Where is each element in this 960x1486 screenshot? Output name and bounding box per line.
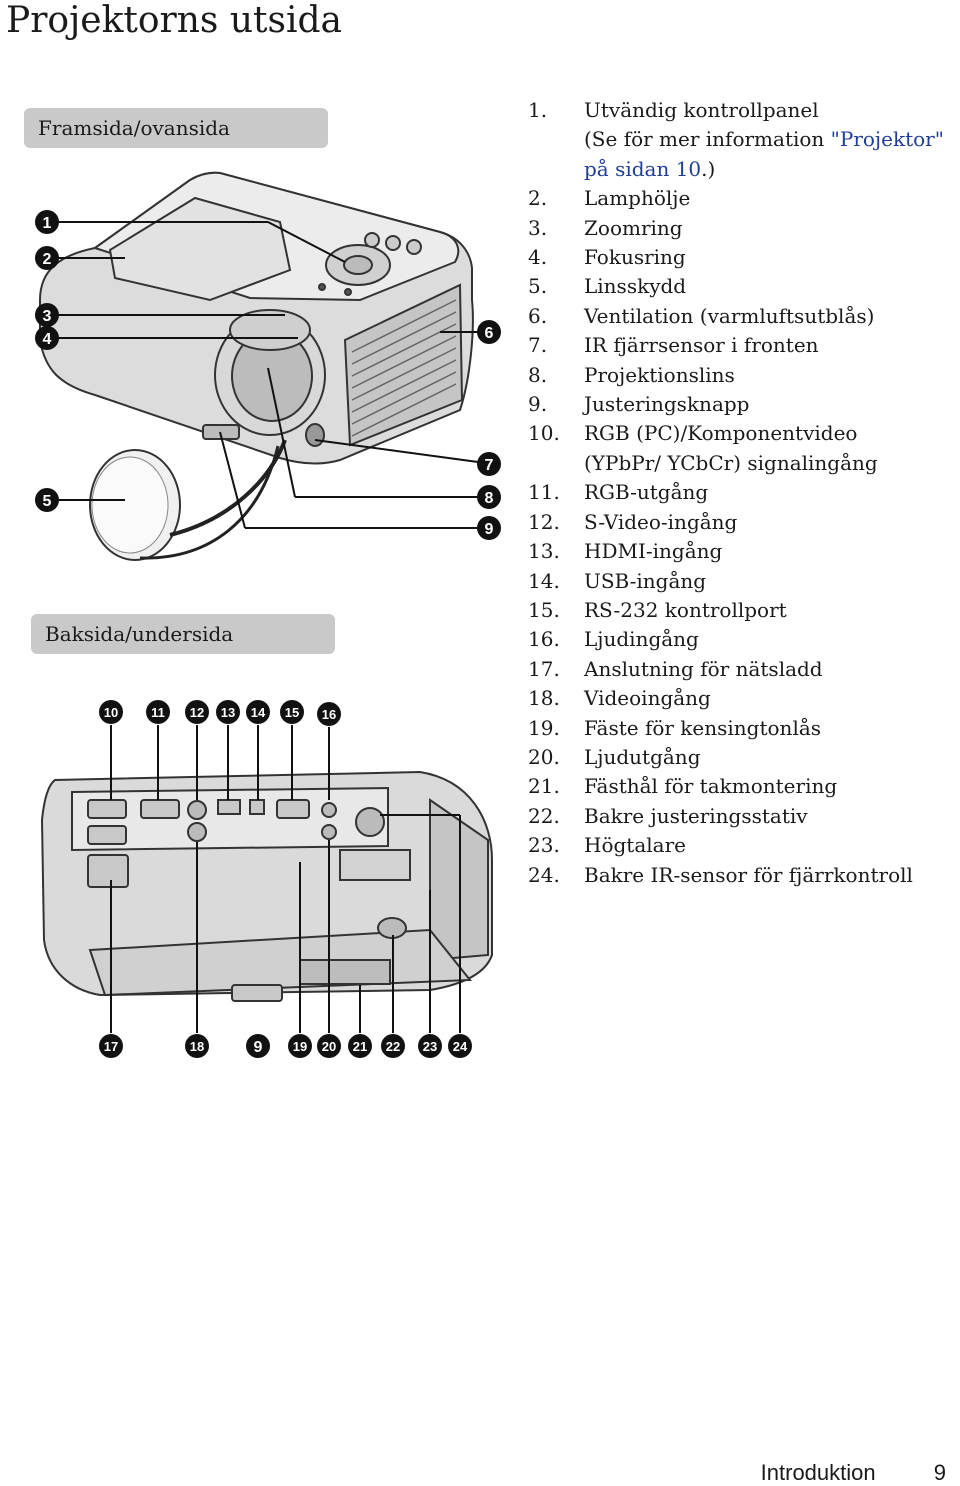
list-item: 4.Fokusring xyxy=(528,245,686,270)
callout-12: 12 xyxy=(185,700,209,724)
callout-21: 21 xyxy=(348,1034,372,1058)
svg-text:4: 4 xyxy=(43,331,52,348)
page-reference-link[interactable]: "Projektor" på sidan 10 xyxy=(584,127,944,181)
svg-text:24: 24 xyxy=(453,1039,468,1054)
callout-18: 18 xyxy=(185,1034,209,1058)
callout-24: 24 xyxy=(448,1034,472,1058)
projector-diagram: 1 2 3 4 5 6 7 8 9 10 11 12 13 14 15 16 1… xyxy=(35,171,501,1058)
callout-8: 8 xyxy=(477,485,501,509)
svg-text:21: 21 xyxy=(353,1039,367,1054)
list-item: 23.Högtalare xyxy=(528,833,686,858)
list-item: 3.Zoomring xyxy=(528,215,683,240)
svg-text:7: 7 xyxy=(485,457,494,474)
list-item: 22.Bakre justeringsstativ xyxy=(528,803,808,828)
callout-15: 15 xyxy=(280,700,304,724)
callout-3: 3 xyxy=(35,303,59,327)
svg-text:19: 19 xyxy=(293,1039,307,1054)
svg-text:14: 14 xyxy=(251,705,266,720)
callout-6: 6 xyxy=(477,320,501,344)
front-section-header: Framsida/ovansida xyxy=(24,108,328,148)
svg-text:11: 11 xyxy=(151,705,165,720)
callout-4: 4 xyxy=(35,326,59,350)
list-item: 1.Utvändig kontrollpanel(Se för mer info… xyxy=(528,98,944,181)
list-item: 2.Lamphölje xyxy=(528,186,691,211)
svg-text:23: 23 xyxy=(423,1039,437,1054)
list-item: 5.Linsskydd xyxy=(528,274,687,299)
list-item: 24.Bakre IR-sensor för fjärrkontroll xyxy=(528,862,913,887)
svg-text:1: 1 xyxy=(43,215,52,232)
svg-text:16: 16 xyxy=(322,707,336,722)
page-number: 9 xyxy=(933,1460,946,1485)
callout-5: 5 xyxy=(35,488,59,512)
list-item: 7.IR fjärrsensor i fronten xyxy=(528,333,819,358)
list-item: 14.USB-ingång xyxy=(528,568,707,593)
svg-text:2: 2 xyxy=(43,251,52,268)
component-list: 1.Utvändig kontrollpanel(Se för mer info… xyxy=(528,96,960,890)
projector-back-illustration xyxy=(40,770,493,1002)
callout-7: 7 xyxy=(477,452,501,476)
list-item: 13.HDMI-ingång xyxy=(528,539,723,564)
svg-text:20: 20 xyxy=(322,1039,336,1054)
list-item: 21.Fästhål för takmontering xyxy=(528,774,838,799)
callout-22: 22 xyxy=(381,1034,405,1058)
svg-text:22: 22 xyxy=(386,1039,400,1054)
callout-16: 16 xyxy=(317,702,341,726)
list-item: 8.Projektionslins xyxy=(528,362,735,387)
callout-19: 19 xyxy=(288,1034,312,1058)
callout-11: 11 xyxy=(146,700,170,724)
projector-front-illustration xyxy=(39,171,474,561)
footer-section-title: Introduktion xyxy=(760,1460,876,1485)
svg-text:13: 13 xyxy=(221,705,235,720)
callout-9-back: 9 xyxy=(246,1034,270,1058)
callout-9: 9 xyxy=(477,516,501,540)
svg-text:6: 6 xyxy=(485,325,494,342)
svg-text:10: 10 xyxy=(104,705,118,720)
list-item: 16.Ljudingång xyxy=(528,627,699,652)
list-item: 19.Fäste för kensingtonlås xyxy=(528,715,822,740)
svg-text:3: 3 xyxy=(43,308,52,325)
list-item: 9.Justeringsknapp xyxy=(528,392,750,417)
list-item: 12.S-Video-ingång xyxy=(528,509,738,534)
list-item: 11.RGB-utgång xyxy=(528,480,709,505)
back-section-header: Baksida/undersida xyxy=(31,614,335,654)
page-footer: Introduktion 9 xyxy=(761,1460,946,1486)
callout-1: 1 xyxy=(35,210,59,234)
callout-23: 23 xyxy=(418,1034,442,1058)
svg-text:17: 17 xyxy=(104,1039,118,1054)
callout-10: 10 xyxy=(99,700,123,724)
list-item: 15.RS-232 kontrollport xyxy=(528,597,787,622)
back-leader-lines xyxy=(110,725,461,1033)
list-item: 20.Ljudutgång xyxy=(528,744,701,769)
list-item: 18.Videoingång xyxy=(528,686,711,711)
callout-14: 14 xyxy=(246,700,270,724)
list-item: 10.RGB (PC)/Komponentvideo(YPbPr/ YCbCr)… xyxy=(528,421,878,475)
list-item: 6.Ventilation (varmluftsutblås) xyxy=(528,303,875,328)
callout-20: 20 xyxy=(317,1034,341,1058)
svg-text:9: 9 xyxy=(254,1039,263,1056)
svg-text:5: 5 xyxy=(43,493,52,510)
svg-text:9: 9 xyxy=(485,521,494,538)
svg-text:12: 12 xyxy=(190,705,204,720)
list-item: 17.Anslutning för nätsladd xyxy=(528,656,823,681)
svg-text:18: 18 xyxy=(190,1039,204,1054)
callout-2: 2 xyxy=(35,246,59,270)
page-title: Projektorns utsida xyxy=(6,0,342,41)
callout-13: 13 xyxy=(216,700,240,724)
callout-17: 17 xyxy=(99,1034,123,1058)
front-leader-lines xyxy=(58,221,479,529)
svg-text:8: 8 xyxy=(485,490,494,507)
svg-text:15: 15 xyxy=(285,705,299,720)
